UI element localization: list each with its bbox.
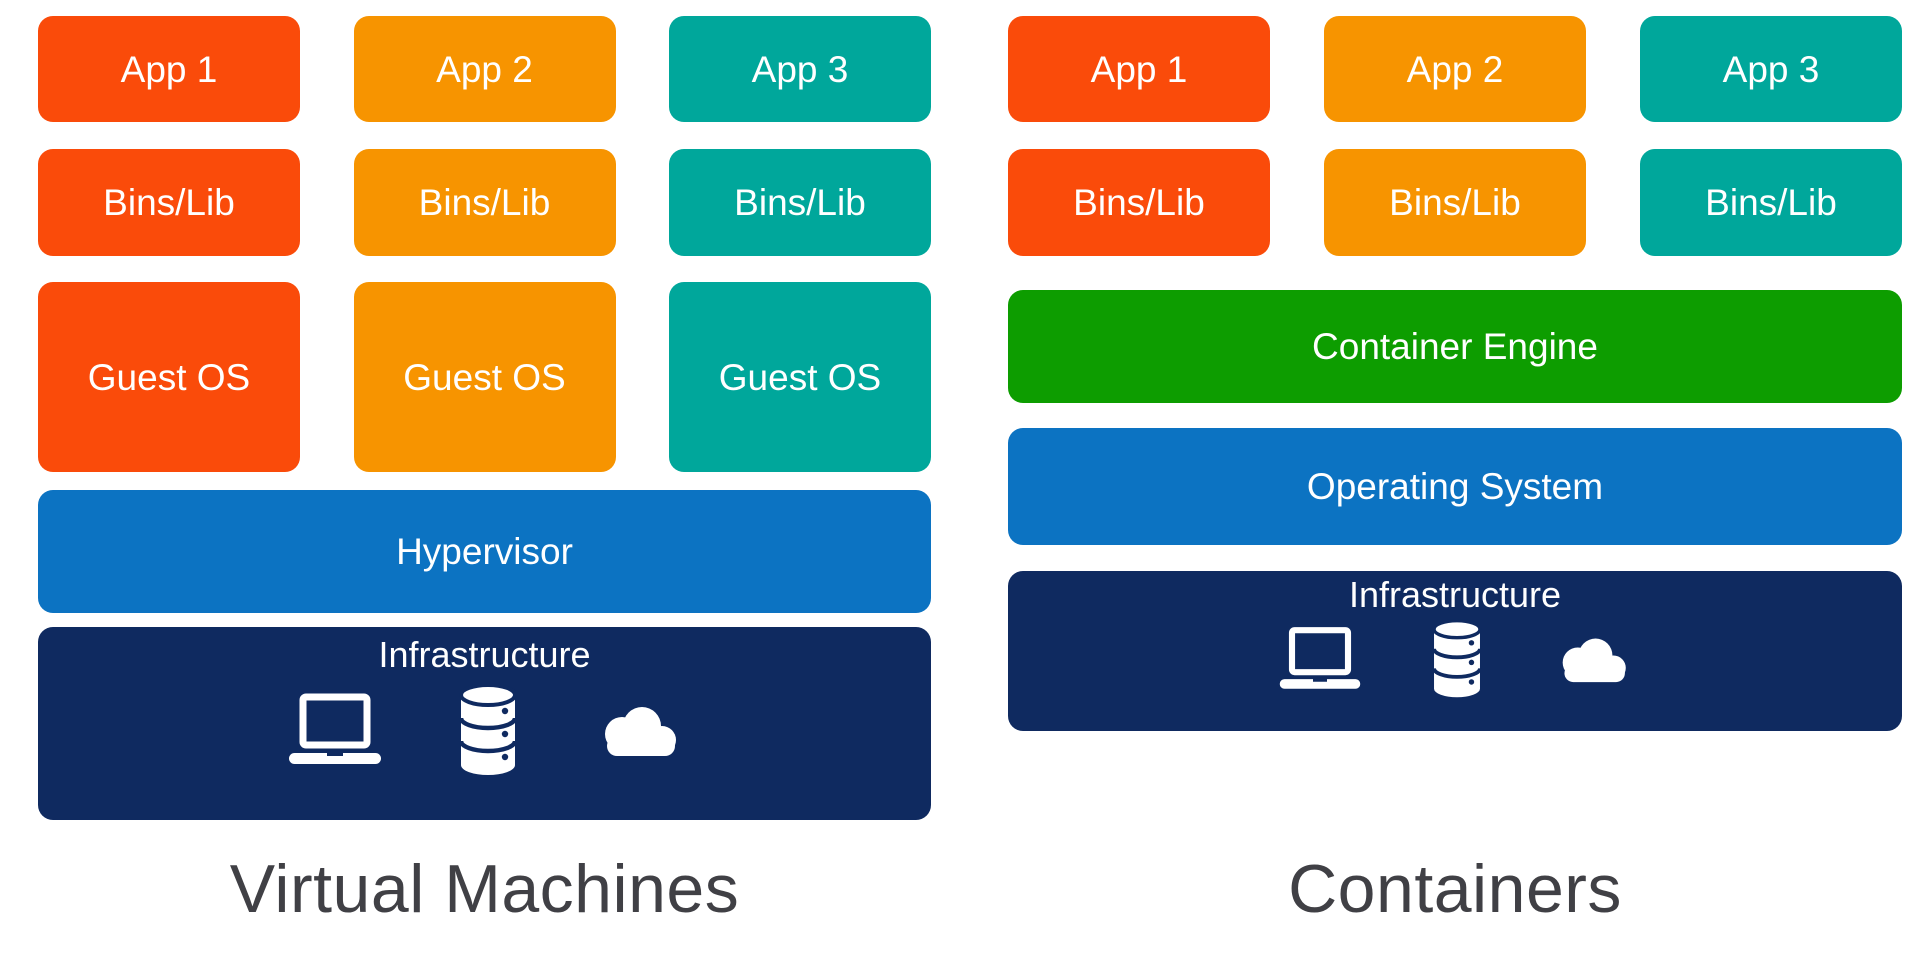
containers-bins-2-label: Bins/Lib — [1389, 182, 1521, 223]
vm-guest-os-2-label: Guest OS — [403, 356, 566, 398]
cloud-icon — [1562, 638, 1626, 683]
vm-app-1-box: App 1 — [38, 16, 300, 122]
vm-bins-2-label: Bins/Lib — [418, 182, 551, 223]
containers-app-3-label: App 3 — [1722, 48, 1820, 90]
database-icon — [1432, 619, 1482, 698]
virtual-machines-title: Virtual Machines — [229, 851, 740, 927]
containers-bins-3-label: Bins/Lib — [1705, 182, 1837, 223]
containers-bins-3-box: Bins/Lib — [1640, 149, 1902, 256]
vm-bins-1-label: Bins/Lib — [103, 182, 235, 223]
laptop-icon — [1279, 627, 1361, 689]
vm-infrastructure-icons — [287, 683, 683, 777]
vm-guest-os-3-label: Guest OS — [718, 356, 882, 398]
operating-system-bar: Operating System — [1008, 428, 1902, 545]
vm-app-1-label: App 1 — [120, 48, 218, 90]
containers-app-1-label: App 1 — [1090, 48, 1188, 90]
containers-bins-2-box: Bins/Lib — [1324, 149, 1586, 256]
containers-bins-row: Bins/Lib Bins/Lib Bins/Lib — [1008, 149, 1902, 256]
vm-app-row: App 1 App 2 App 3 — [38, 16, 931, 122]
containers-stack: App 1 App 2 App 3 Bins/Lib Bins/Lib Bins… — [1008, 16, 1902, 826]
containers-infrastructure-icons — [1278, 619, 1632, 699]
operating-system-label: Operating System — [1306, 466, 1604, 507]
vm-app-3-box: App 3 — [669, 16, 931, 122]
containers-app-1-box: App 1 — [1008, 16, 1270, 122]
container-engine-label: Container Engine — [1312, 326, 1598, 367]
vm-bins-3-label: Bins/Lib — [734, 182, 866, 223]
hypervisor-bar: Hypervisor — [38, 490, 931, 613]
vm-guest-os-1-box: Guest OS — [38, 282, 300, 472]
vm-guest-os-row: Guest OS Guest OS Guest OS — [38, 282, 931, 472]
containers-app-2-box: App 2 — [1324, 16, 1586, 122]
containers-infrastructure-label: Infrastructure — [1348, 574, 1562, 615]
vm-app-2-box: App 2 — [353, 16, 616, 122]
hypervisor-label: Hypervisor — [396, 531, 573, 572]
vm-infrastructure-bar: Infrastructure — [38, 627, 931, 820]
containers-bins-1-box: Bins/Lib — [1008, 149, 1270, 256]
vm-bins-1-box: Bins/Lib — [38, 149, 300, 256]
container-engine-bar: Container Engine — [1008, 290, 1902, 403]
vm-bins-row: Bins/Lib Bins/Lib Bins/Lib — [38, 149, 931, 256]
vm-guest-os-1-label: Guest OS — [87, 356, 251, 398]
containers-infrastructure-bar: Infrastructure — [1008, 571, 1902, 731]
containers-app-row: App 1 App 2 App 3 — [1008, 16, 1902, 122]
containers-app-3-box: App 3 — [1640, 16, 1902, 122]
vm-bins-3-box: Bins/Lib — [669, 149, 931, 256]
vm-infrastructure-label: Infrastructure — [378, 634, 591, 675]
vm-app-3-label: App 3 — [751, 48, 849, 90]
vm-bins-2-box: Bins/Lib — [353, 149, 616, 256]
vm-guest-os-3-box: Guest OS — [669, 282, 931, 472]
virtual-machines-stack: App 1 App 2 App 3 Bins/Lib Bins/Lib Bins… — [38, 16, 931, 826]
containers-app-2-label: App 2 — [1406, 48, 1504, 90]
cloud-icon — [604, 707, 676, 756]
database-icon — [458, 683, 517, 775]
vm-guest-os-2-box: Guest OS — [353, 282, 616, 472]
containers-title: Containers — [1288, 851, 1622, 927]
laptop-icon — [288, 693, 381, 764]
containers-bins-1-label: Bins/Lib — [1073, 182, 1205, 223]
vm-app-2-label: App 2 — [436, 48, 533, 90]
